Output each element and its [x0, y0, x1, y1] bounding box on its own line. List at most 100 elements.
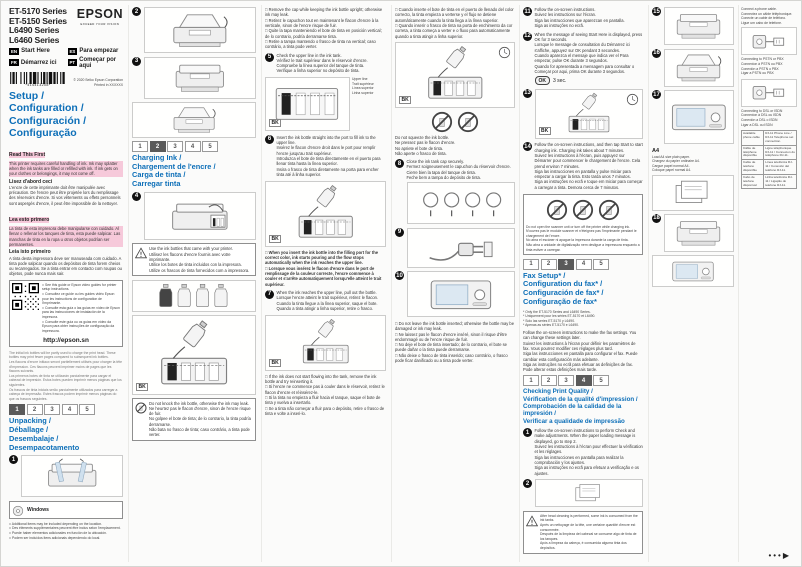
column-divider [738, 5, 739, 562]
close-caps-text: Close the ink tank cap securely. Fermez … [406, 159, 511, 181]
no-power-off-icon [572, 199, 594, 221]
reach-upper-line-text: When the ink reaches the upper line, pul… [276, 289, 379, 311]
epson-sn-note: □ See this guide or Epson video guides f… [9, 279, 123, 348]
start-charging-text: Follow the on-screen instructions, and t… [534, 142, 643, 190]
step-number: 2 [523, 479, 532, 489]
dsl-line-illustration [741, 78, 797, 107]
bk-label: BK [269, 358, 282, 367]
column-divider [128, 5, 129, 562]
column-divider [261, 5, 262, 562]
cd-disc-icon [12, 504, 24, 516]
bk-label: BK [269, 234, 282, 243]
fax-title: Fax Setup* / Configuration du fax* / Con… [523, 270, 604, 306]
quality-step1-text: Follow the on-screen instructions to per… [534, 428, 643, 476]
no-squeeze-text: Do not squeeze the ink bottle. Ne presse… [395, 134, 456, 156]
bk-label: BK [399, 95, 412, 104]
barcode [9, 71, 67, 85]
tab-3: 3 [167, 141, 183, 152]
table-row: Câble de téléphone disponible Ligne télé… [741, 144, 797, 161]
column-divider [391, 5, 392, 562]
epson-sn-bullets: □ See this guide or Epson video guides f… [42, 282, 120, 333]
read-first-body-es: La tinta de esta impresora debe manipula… [9, 226, 123, 248]
unpacking-illustration [20, 455, 123, 498]
printer-open-illustration [663, 48, 734, 87]
no-open-text: Do not open the scanner unit or turn off… [526, 224, 640, 252]
clock-icon [626, 93, 639, 106]
tab-2: 2 [149, 141, 166, 152]
bottle-prohibitions [395, 111, 515, 133]
dsl-label: Connecting to DSL or ISDN Connexion à DS… [741, 108, 783, 127]
open-ink-tank-cover-illustration [143, 191, 256, 240]
unpacking-note: □ Additional items may be included depen… [9, 521, 121, 540]
pour-ink-illustration: BK [132, 314, 256, 395]
tab-1: 1 [523, 375, 539, 387]
read-first-body-en: This printer requires careful handling o… [9, 160, 123, 177]
start-here-ok-text: When the message of seeing Start Here is… [534, 31, 643, 74]
no-knock-note: Do not knock the ink bottle, otherwise t… [132, 397, 256, 441]
epson-sn-url: http://epson.sn [43, 337, 89, 345]
section-charging-ink: 1 2 3 4 5 Charging Ink / Chargement de l… [132, 141, 256, 189]
upper-line-callout: Upper line Trait supérieur Línea superio… [352, 77, 374, 96]
tab-5: 5 [79, 404, 95, 416]
tab-4: 4 [575, 258, 592, 270]
table-cell: Câble de téléphone disponible [741, 144, 765, 161]
step-number: 12 [523, 31, 532, 41]
insert-bottle-text: Insert the ink bottle straight into the … [276, 134, 381, 177]
tab-1: 1 [132, 141, 148, 152]
step-number: 1 [523, 428, 532, 437]
load-paper-text: Load A4 size plain paper. Chargez du pap… [652, 154, 700, 173]
column-divider [648, 5, 649, 562]
step-number: 15 [652, 7, 661, 16]
step-number: 4 [132, 191, 141, 201]
section-print-quality: 1 2 3 4 5 Checking Print Quality / Vérif… [523, 375, 643, 554]
step-number: 16 [652, 48, 661, 58]
step-number: 6 [265, 134, 274, 144]
fax-tabs: 1 2 3 4 5 [523, 258, 643, 270]
fill-bk-tank-illustration: BK [395, 41, 515, 108]
lang-badge-es: ES [67, 47, 78, 55]
read-first-title-en: Read This First [9, 151, 46, 158]
table-cell: Línea telefónica RJ-11 / Conexión del te… [763, 159, 797, 175]
tab-3: 3 [44, 404, 60, 416]
step-number: 14 [523, 142, 532, 152]
tab-4: 4 [575, 375, 592, 387]
tab-5: 5 [593, 258, 609, 270]
initial-ink-note: The initial ink bottles will be partly u… [9, 350, 122, 401]
printer-illustration [143, 56, 256, 99]
ink-flow-note-es-pt: □ Cuando inserte el bote de tinta en el … [395, 7, 514, 39]
brand-tagline: EXCEED YOUR VISION [80, 22, 120, 26]
pstn-label: Connecting to PSTN or PBX Connexion à PS… [741, 57, 784, 76]
lang-badge-pt: PT [67, 59, 78, 67]
no-tilt-icon [598, 199, 620, 221]
bk-label: BK [136, 382, 149, 391]
use-bottles-note: Use the ink bottles that came with your … [132, 243, 256, 276]
charging-title: Charging Ink / Chargement de l'encre / C… [132, 153, 216, 189]
lang-label-pt: Começar por aqui [79, 56, 117, 69]
info-icon [525, 514, 539, 527]
step-number: 1 [9, 455, 18, 465]
step-number: 17 [652, 90, 661, 99]
fax-footnotes: * Only the ET-5170 Series and L6490 Seri… [523, 309, 596, 328]
table-cell: RJ-11 Phone Line / RJ-11 Telephone set c… [763, 130, 797, 146]
printer-open-cover-illustration [143, 7, 256, 53]
pull-out-bottle-illustration: BK [265, 314, 386, 371]
table-cell: Cable de teléfono disponible [741, 159, 765, 175]
step-number: 11 [523, 7, 532, 16]
dots: ••• [768, 551, 783, 560]
tab-1: 1 [523, 258, 539, 270]
step-number: 18 [652, 213, 661, 223]
load-paper-illustration [534, 479, 643, 508]
charging-tabs: 1 2 3 4 5 [132, 141, 256, 152]
windows-note: Windows [9, 500, 123, 519]
phone-cable-table: Available phone cable RJ-11 Phone Line /… [741, 130, 797, 190]
tab-2: 2 [540, 258, 557, 270]
barcode-text: *414413208* [25, 83, 51, 88]
quality-note-text: After head cleaning is performed, some i… [540, 513, 638, 550]
tab-2: 2 [540, 375, 557, 387]
charging-prohibitions: Do not open the scanner unit or turn off… [523, 193, 643, 256]
reinsert-note: □ If the ink does not start flowing into… [265, 373, 385, 416]
read-first-title-es: Lea esto primero [9, 217, 50, 224]
step-number: 5 [265, 52, 274, 62]
step-number: 13 [523, 88, 532, 98]
